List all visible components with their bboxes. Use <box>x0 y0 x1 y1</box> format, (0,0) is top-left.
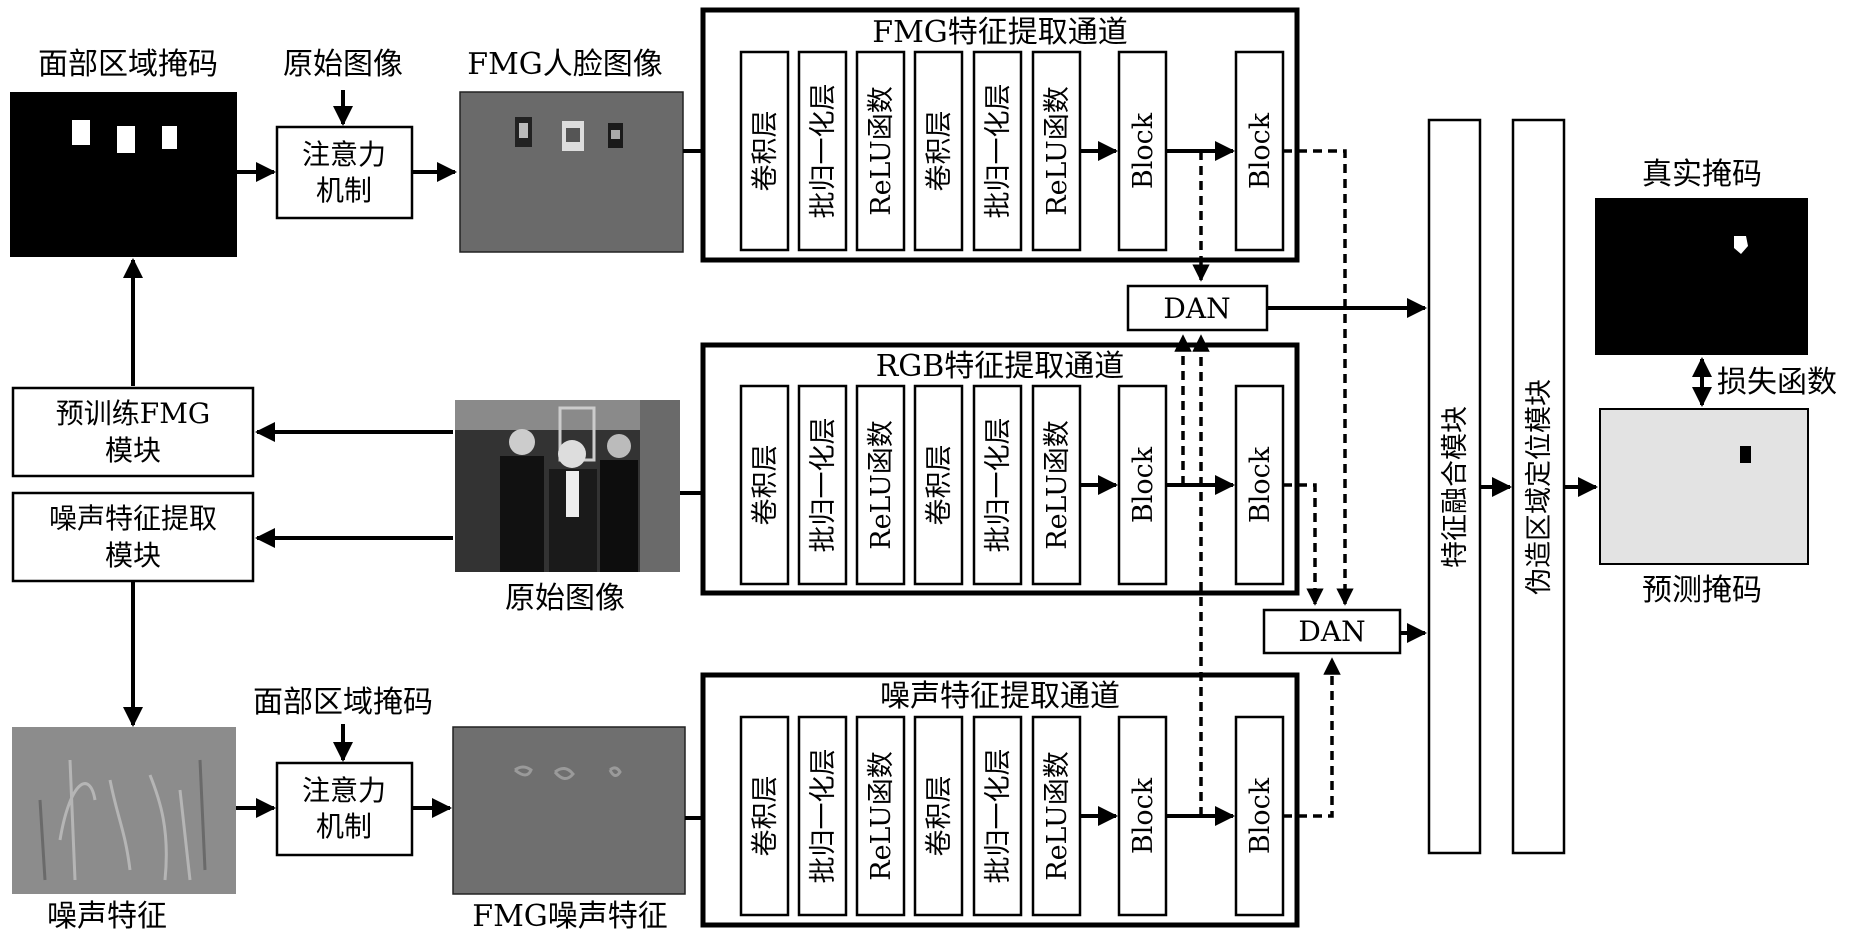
orig-image-caption: 原始图像 <box>505 581 625 616</box>
fmg-layer-1-label: 卷积层 <box>750 111 781 192</box>
fmg-noise-caption: FMG噪声特征 <box>472 899 668 934</box>
dan-bottom-box <box>1262 608 1402 655</box>
face-mask-title: 面部区域掩码 <box>38 47 218 82</box>
rgb-layer-4 <box>913 384 964 586</box>
fmg-face-title: FMG人脸图像 <box>467 47 663 82</box>
attention-top-line1: 注意力 <box>302 138 386 171</box>
noise-layer-4 <box>913 715 964 917</box>
rgb-layer-8 <box>1234 384 1285 586</box>
fmg-channel-layers: 卷积层 批归一化层 ReLU函数 卷积层 批归一化层 ReLU函数 Block … <box>739 50 1285 252</box>
noise-layer-3-label: ReLU函数 <box>866 751 897 881</box>
fusion-module-label: 特征融合模块 <box>1440 406 1471 568</box>
rgb-layer-2 <box>797 384 848 586</box>
noise-layer-8-label: Block <box>1245 777 1276 854</box>
fmg-layer-7 <box>1117 50 1168 252</box>
fusion-module-box <box>1427 118 1482 855</box>
loss-label: 损失函数 <box>1717 365 1837 400</box>
noise-channel-title: 噪声特征提取通道 <box>880 679 1120 714</box>
noise-layer-1 <box>739 715 790 917</box>
rgb-channel-layers: 卷积层 批归一化层 ReLU函数 卷积层 批归一化层 ReLU函数 Block … <box>739 384 1285 586</box>
noise-layer-6 <box>1031 715 1082 917</box>
rgb-layer-8-label: Block <box>1245 446 1276 523</box>
dan-top-box <box>1126 284 1269 332</box>
rgb-layer-1 <box>739 384 790 586</box>
fmg-layer-3-label: ReLU函数 <box>866 86 897 216</box>
noise-layer-2-label: 批归一化层 <box>808 749 839 884</box>
rgb-layer-5-label: 批归一化层 <box>983 418 1014 553</box>
fmg-layer-6 <box>1031 50 1082 252</box>
rgb-layer-5 <box>972 384 1023 586</box>
noise-layer-5 <box>972 715 1023 917</box>
noise-layer-2 <box>797 715 848 917</box>
rgb-layer-7 <box>1117 384 1168 586</box>
fmg-layer-8 <box>1234 50 1285 252</box>
rgb-layer-2-label: 批归一化层 <box>808 418 839 553</box>
noise-layer-3 <box>855 715 906 917</box>
fmg-noise-image <box>452 726 686 895</box>
noise-layer-4-label: 卷积层 <box>924 776 955 857</box>
rgb-layer-7-label: Block <box>1128 446 1159 523</box>
pretrain-fmg-box <box>11 386 255 478</box>
gt-mask-image <box>1595 198 1808 355</box>
noise-extract-line1: 噪声特征提取 <box>49 502 217 535</box>
fmg-face-image <box>459 91 684 253</box>
noise-layer-5-label: 批归一化层 <box>983 749 1014 884</box>
localization-module-label: 伪造区域定位模块 <box>1524 379 1555 595</box>
attention-bottom-line2: 机制 <box>316 810 372 843</box>
noise-extract-line2: 模块 <box>105 539 161 572</box>
noise-feature-caption: 噪声特征 <box>47 899 167 934</box>
noise-layer-1-label: 卷积层 <box>750 776 781 857</box>
rgb-layer-4-label: 卷积层 <box>924 445 955 526</box>
rgb-layer-1-label: 卷积层 <box>750 445 781 526</box>
noise-layer-6-label: ReLU函数 <box>1042 751 1073 881</box>
original-photo <box>455 400 680 572</box>
rgb-layer-3-label: ReLU函数 <box>866 420 897 550</box>
fmg-layer-4 <box>913 50 964 252</box>
orig-image-title-top: 原始图像 <box>283 47 403 82</box>
fmg-layer-6-label: ReLU函数 <box>1042 86 1073 216</box>
fmg-layer-8-label: Block <box>1245 112 1276 189</box>
pretrain-fmg-line1: 预训练FMG <box>56 397 210 430</box>
rgb-layer-6-label: ReLU函数 <box>1042 420 1073 550</box>
pred-mask-image <box>1599 408 1809 565</box>
dan-bottom-label: DAN <box>1298 615 1365 648</box>
gt-mask-title: 真实掩码 <box>1642 157 1762 192</box>
fmg-layer-7-label: Block <box>1128 112 1159 189</box>
pretrain-fmg-line2: 模块 <box>105 434 161 467</box>
attention-bottom-line1: 注意力 <box>302 774 386 807</box>
fmg-layer-5 <box>972 50 1023 252</box>
fmg-layer-2-label: 批归一化层 <box>808 84 839 219</box>
face-mask-title-bottom: 面部区域掩码 <box>253 685 433 720</box>
noise-feature-image <box>12 727 236 894</box>
attention-top-line2: 机制 <box>316 174 372 207</box>
rgb-layer-3 <box>855 384 906 586</box>
fmg-layer-1 <box>739 50 790 252</box>
fmg-layer-5-label: 批归一化层 <box>983 84 1014 219</box>
noise-channel-layers: 卷积层 批归一化层 ReLU函数 卷积层 批归一化层 ReLU函数 Block … <box>739 715 1285 917</box>
noise-layer-7-label: Block <box>1128 777 1159 854</box>
fmg-layer-4-label: 卷积层 <box>924 111 955 192</box>
dan-top-label: DAN <box>1163 292 1230 325</box>
fmg-layer-3 <box>855 50 906 252</box>
pred-mask-caption: 预测掩码 <box>1642 573 1762 608</box>
face-mask-image <box>10 92 237 257</box>
fmg-layer-2 <box>797 50 848 252</box>
fmg-channel-title: FMG特征提取通道 <box>872 15 1128 50</box>
noise-layer-7 <box>1117 715 1168 917</box>
localization-module-box <box>1511 118 1566 855</box>
rgb-channel-title: RGB特征提取通道 <box>876 349 1125 384</box>
